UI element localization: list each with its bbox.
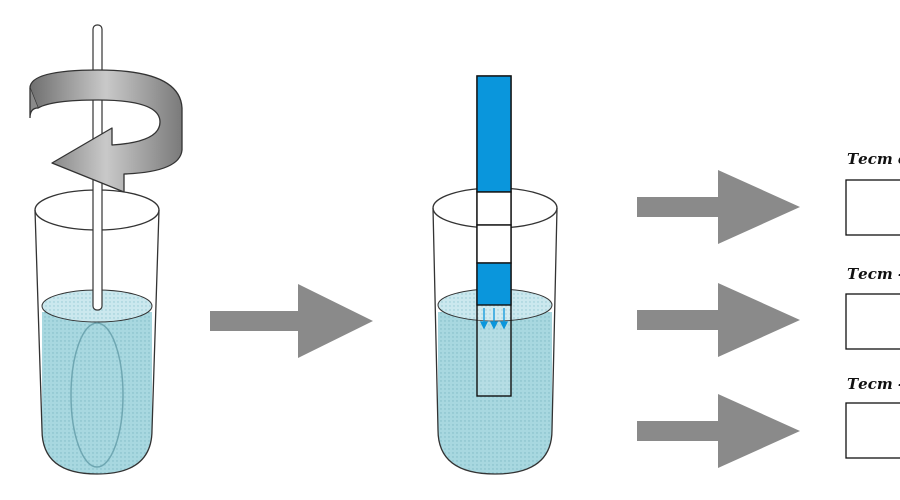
- liquid-2: [438, 312, 552, 474]
- right-arrow-icon: [637, 283, 800, 357]
- result-box: [845, 179, 900, 236]
- glass-body-1: [34, 209, 160, 475]
- result-1: Тест с: [845, 150, 900, 236]
- glass-with-stirrer: [29, 24, 183, 475]
- right-arrow-icon: [637, 394, 800, 468]
- right-arrow-icon: [637, 170, 800, 244]
- result-box: [845, 293, 900, 350]
- liquid-1: [42, 312, 152, 474]
- strip-handle: [476, 75, 512, 193]
- glass-with-test-strip: [432, 75, 558, 475]
- curved-rotation-arrow-icon: [29, 69, 183, 193]
- result-box: [845, 402, 900, 459]
- strip-window-2: [476, 224, 512, 264]
- result-3: Тест -: [845, 375, 900, 459]
- glass-body-2: [432, 207, 558, 475]
- result-2: Тест -: [845, 265, 900, 350]
- strip-window-1: [476, 191, 512, 226]
- strip-pad: [476, 262, 512, 306]
- spoon-bowl: [70, 322, 124, 468]
- result-label: Тест с: [847, 150, 900, 168]
- down-arrow-icon: [479, 308, 509, 330]
- right-arrow-icon: [210, 284, 373, 358]
- result-label: Тест -: [847, 265, 900, 283]
- result-label: Тест -: [847, 375, 900, 393]
